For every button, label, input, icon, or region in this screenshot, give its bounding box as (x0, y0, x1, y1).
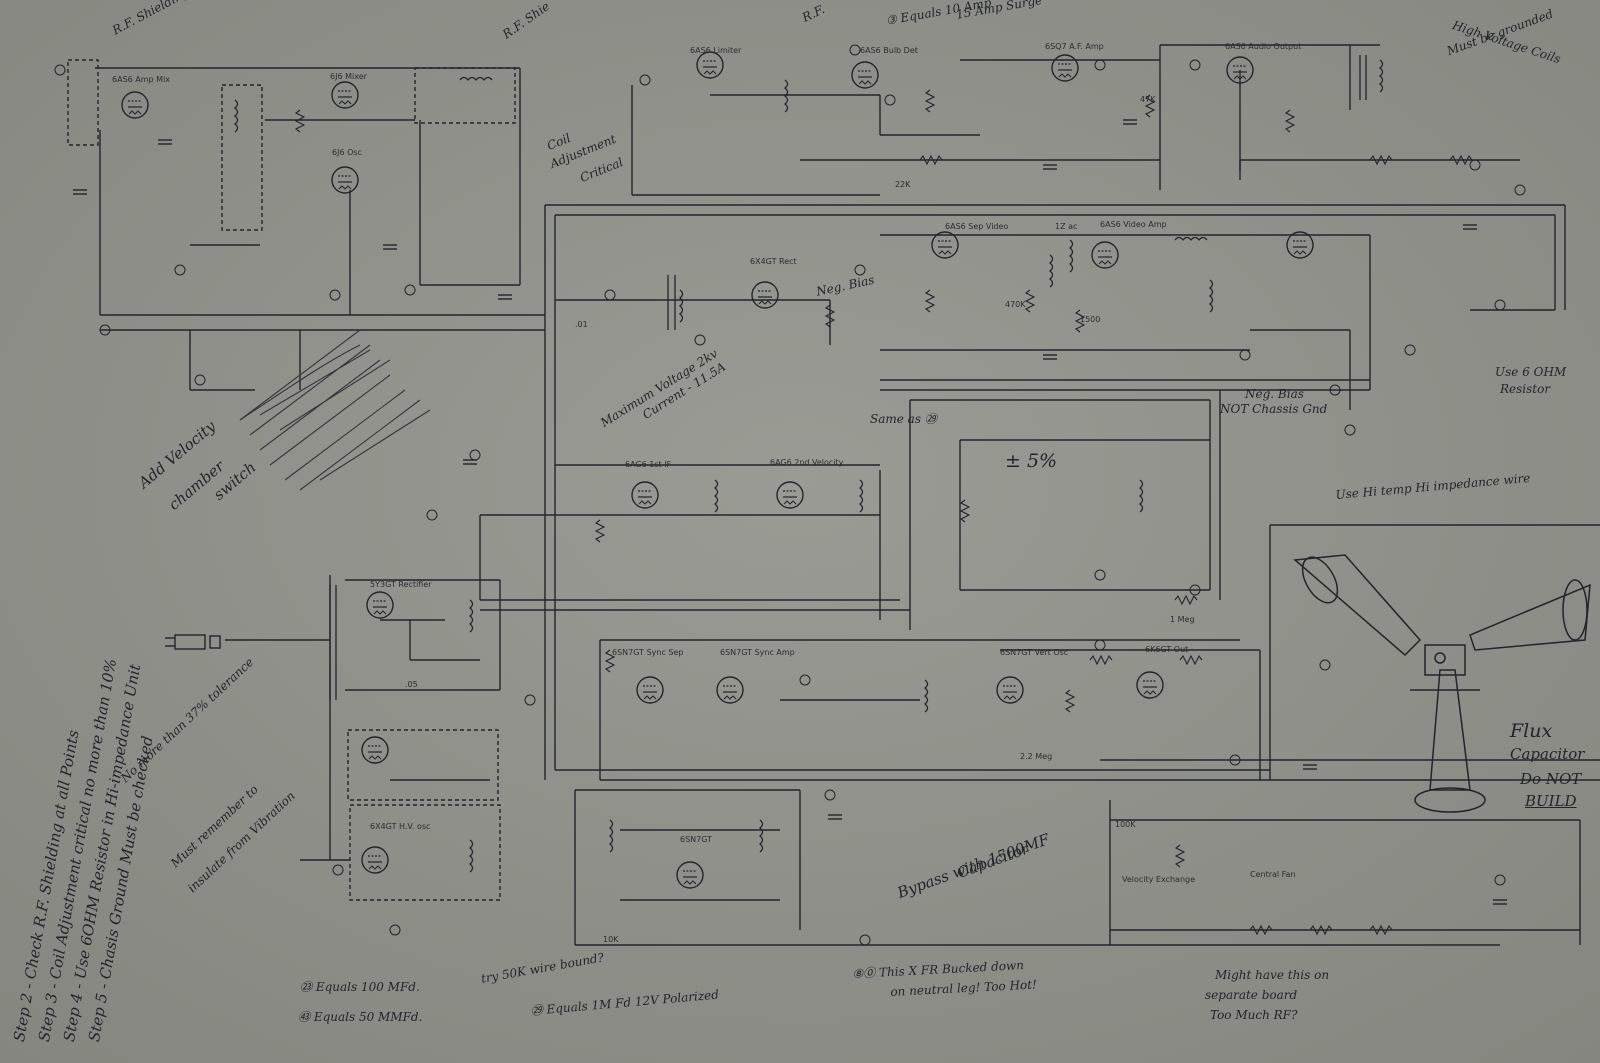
label-r-22k: 22K (895, 180, 911, 189)
label-tube-10: 1Z ac (1055, 222, 1078, 231)
power-plug (165, 634, 221, 650)
note-tolerance-5: ± 5% (1005, 450, 1058, 472)
label-tube-13: 6X4GT Rect (750, 257, 797, 266)
note-separate-3: Too Much RF? (1210, 1008, 1298, 1022)
flux-capacitor-drawing (1293, 554, 1591, 813)
label-r-2-2meg: 2.2 Meg (1020, 752, 1053, 761)
label-tube-17: 6SN7GT Vert Osc (1000, 648, 1069, 657)
label-r-100k: 100K (1115, 820, 1136, 829)
label-tube-19: 6X4GT H.V. osc (370, 822, 431, 831)
note-separate-2: separate board (1205, 988, 1298, 1002)
note-use-6ohm-1: Use 6 OHM (1495, 365, 1567, 379)
label-r-470k: 470K (1005, 300, 1026, 309)
label-tube-15: 6SN7GT Sync Sep (612, 648, 684, 657)
label-c-05: .05 (405, 680, 418, 689)
label-tube-6: 6SQ7 A.F. Amp (1045, 42, 1104, 51)
label-tube-14: 5Y3GT Rectifier (370, 580, 432, 589)
label-r-10k: 10K (603, 935, 619, 944)
label-tube-4: 6AS6 Limiter (690, 46, 742, 55)
transformers (329, 55, 1367, 700)
note-flux-1: Flux (1510, 720, 1553, 742)
note-flux-3: Do NOT (1520, 770, 1582, 788)
label-tube-18: 6K6GT Out (1145, 645, 1189, 654)
label-tube-2: 6J6 Mixer (330, 72, 367, 81)
label-tube-9: 6AS6 Video Amp (1100, 220, 1167, 229)
label-tube-12: 6AG6 2nd Velocity (770, 458, 844, 467)
label-central-fan: Central Fan (1250, 870, 1296, 879)
label-tube-11: 6AG6 1st IF (625, 460, 672, 469)
note-neg-bias-chassis: NOT Chassis Gnd (1220, 402, 1328, 416)
note-neg-bias-2: Neg. Bias (1245, 387, 1304, 401)
label-r-47k: 47K (1140, 95, 1156, 104)
label-r-1meg: 1 Meg (1170, 615, 1195, 624)
label-tube-1: 6AS6 Amp Mix (112, 75, 171, 84)
note-flux-2: Capacitor (1510, 745, 1585, 763)
note-use-6ohm-2: Resistor (1500, 382, 1551, 396)
main-wiring (67, 44, 1600, 946)
label-tube-20: 6SN7GT (680, 835, 713, 844)
label-r-1500: 1500 (1080, 315, 1101, 324)
label-tube-8: 6AS6 Sep Video (945, 222, 1009, 231)
scribble-marks (239, 329, 431, 491)
label-tube-3: 6J6 Osc (332, 148, 362, 157)
note-separate-1: Might have this on (1215, 968, 1330, 982)
note-flux-4: BUILD (1525, 792, 1577, 810)
note-same-as: Same as ㉙ (870, 412, 937, 426)
note-equals-23: ㉓ Equals 100 MFd. (300, 980, 420, 994)
label-c-01: .01 (575, 320, 588, 329)
label-tube-16: 6SN7GT Sync Amp (720, 648, 795, 657)
label-velocity-exchange: Velocity Exchange (1122, 875, 1196, 884)
note-equals-43: ㊸ Equals 50 MMFd. (298, 1010, 423, 1024)
label-tube-5: 6AS6 Bulb Det (860, 46, 918, 55)
label-tube-7: 6AS6 Audio Output (1225, 42, 1302, 51)
